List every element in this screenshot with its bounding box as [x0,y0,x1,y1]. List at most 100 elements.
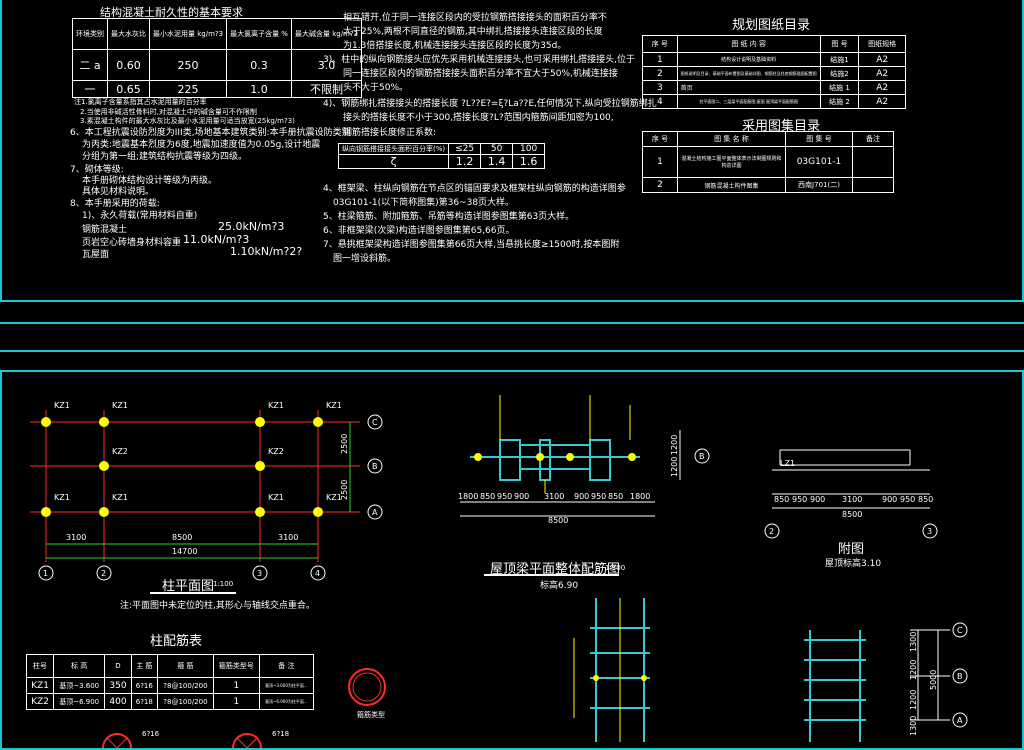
column-plan-scale: 1:100 [213,580,234,588]
annex-drawing: LZ1 850 950 900 3100 900 950 850 8500 2 … [764,449,938,539]
table-cell: 0.60 [107,49,150,81]
dimension-total: 5000 [929,670,938,690]
table-cell: A2 [858,52,906,67]
table-cell [852,177,894,193]
table-header-cell: 最大氯离子含量 % [226,18,292,50]
dimension-total: 14700 [172,547,197,556]
stirrup-section-label: 箍筋类型 [357,711,385,719]
table-row: 序 号 图 集 名 称 图 集 号 备注 [642,131,894,147]
table-cell: 钢筋混凝土构件图集 [677,177,786,193]
dimension-label: 1200 [909,690,918,710]
table-cell: 1 [642,52,678,67]
col-table-title: 柱配筋表 [150,634,203,649]
note-line: 分组为第一组;建筑结构抗震等级为四级。 [82,152,248,162]
note-line: 4、框架梁、柱纵向钢筋在节点区的锚固要求及框架柱纵向钢筋的构造详图参 [323,184,626,194]
table-cell: 结施 1 [819,80,860,95]
dimension-label: 2500 [340,434,349,454]
table-cell: 100 [512,143,546,155]
column-label: KZ1 [54,493,70,502]
dimension-label: 950 [497,492,512,501]
table-cell: 结施 2 [819,94,860,109]
note-line: 为1.3倍搭接长度,机械连接接头连接区段的长度为35d。 [343,41,567,51]
column-label: KZ1 [112,401,128,410]
table-header-cell: 图 集 名 称 [677,131,786,147]
load-value: 11.0kN/m?3 [183,233,250,246]
column-plan-note: 注:平面图中未定位的柱,其形心与轴线交点重合。 [120,601,315,611]
table-cell: 400 [104,693,132,710]
table-header-cell: 箍 筋 [156,654,214,678]
table-row: 一 0.65 225 1.0 不限制 [72,80,363,98]
column-label: KZ1 [112,493,128,502]
table-header-cell: 图 号 [819,35,860,53]
table-cell-part: 二 [79,59,91,72]
note-line: 3)、柱中的纵向钢筋接头应优先采用机械连接接头,也可采用绑扎搭接接头,位于 [323,55,635,65]
atlas-list-title: 采用图集目录 [742,119,821,134]
note-line: 页岩空心砖墙身材料容重 [82,238,182,248]
annex-title: 附图 [838,542,865,557]
column-plan-title: 柱平面图 [162,579,215,594]
table-cell: 一 [72,80,108,98]
dimension-label: 1200 [670,457,679,477]
atlas-list-table: 序 号 图 集 名 称 图 集 号 备注 1 混凝土结构施工图平面整体表示法制图… [642,131,894,193]
table-cell: 结施2 [819,66,860,81]
table-cell [852,146,894,178]
axis-label: 2 [769,527,774,536]
table-cell: 50 [480,143,514,155]
column-label: KZ2 [268,447,284,456]
column-label: KZ1 [268,401,284,410]
title-underline [484,574,619,576]
table-header-cell: 序 号 [642,35,678,53]
dimension-label: 1800 [630,492,650,501]
table-cell: 1.6 [512,154,546,169]
table-cell: 基顶~3.600为柱平面... [258,677,315,694]
table-cell: 基顶~6.900为柱平面... [258,693,315,710]
note-line: 2.当使用非碱活性骨料时,对混凝土中的碱含量可不作限制 [80,108,257,116]
column-label: KZ1 [54,401,70,410]
table-row: 2 钢筋混凝土构件图集 西南J701(二) [642,177,894,193]
table-cell: 结施1 [819,52,860,67]
dimension-total: 8500 [842,510,862,519]
axis-label: 2 [101,569,106,578]
table-cell: 2 [642,177,678,193]
note-line: 6、非框架梁(次梁)构造详图参图集第65,66页。 [323,226,515,236]
table-header-cell: 最大碱含量 kg/m?3 [290,18,363,50]
table-cell: KZ1 [25,677,55,694]
dimension-label: 850 [608,492,623,501]
note-line: 5、柱梁箍筋、附加箍筋、吊筋等构造详图参图集第63页大样。 [323,212,575,222]
table-cell: 6?18 [130,693,158,710]
middle-strip-frame [0,322,1024,352]
axis-label: 3 [927,527,932,536]
table-header-cell: 备注 [852,131,894,147]
load-value: 1.10kN/m?2? [230,245,303,258]
dimension-label: 3100 [544,492,564,501]
dimension-label: 900 [514,492,529,501]
table-cell: 纵向钢筋搭接接头面积百分率(%) [337,143,450,155]
axis-label: B [957,672,963,681]
note-line: 8、本手册采用的荷载: [70,199,160,209]
section-rebar-label: 6?18 [272,730,290,738]
axis-label: B [372,462,378,471]
axis-label: B [699,452,705,461]
table-cell: A2 [858,80,906,95]
table-cell: 1.2 [448,154,482,169]
table-row: 二 a 0.60 250 0.3 3.0 [72,49,363,81]
table-row: KZ1 基顶~3.600 350 6?16 ?8@100/200 1 基顶~3.… [25,677,315,694]
table-header-cell: 备 注 [258,654,315,678]
roof-beam-title: 屋顶梁平面整体配筋图 [490,562,621,577]
table-cell: ζ [337,154,450,169]
note-line: 钢筋混凝土 [82,225,128,235]
table-header-cell: 图 集 号 [785,131,853,147]
stirrup-section [348,668,386,706]
beam-elevation-detail: 1300 1200 1200 1300 5000 C B A [804,622,968,742]
table-row: 柱号 标 高 D 主 筋 箍 筋 箍筋类型号 备 注 [25,654,315,678]
table-row: 4 柱平面图二、三层梁平面配筋图;屋面 屋顶梁平面配筋图 结施 2 A2 [642,94,906,109]
table-header-cell: 标 高 [53,654,106,678]
table-cell-part: a [93,59,101,72]
drawing-list-table: 序 号 图 纸 内 容 图 号 图纸规格 1 结构设计说明及基础资料 结施1 A… [642,35,906,109]
dimension-label: 850 [918,495,933,504]
table-cell: 0.3 [226,49,292,81]
note-line: 03G101-1(以下简称图集)第36~38页大样。 [333,198,515,208]
table-cell: 6?16 [130,677,158,694]
upper-sheet-frame [0,0,1024,302]
note-line: 3.素混凝土构件的最大水灰比及最小水泥用量可适当放宽(25kg/m?3) [80,117,295,125]
